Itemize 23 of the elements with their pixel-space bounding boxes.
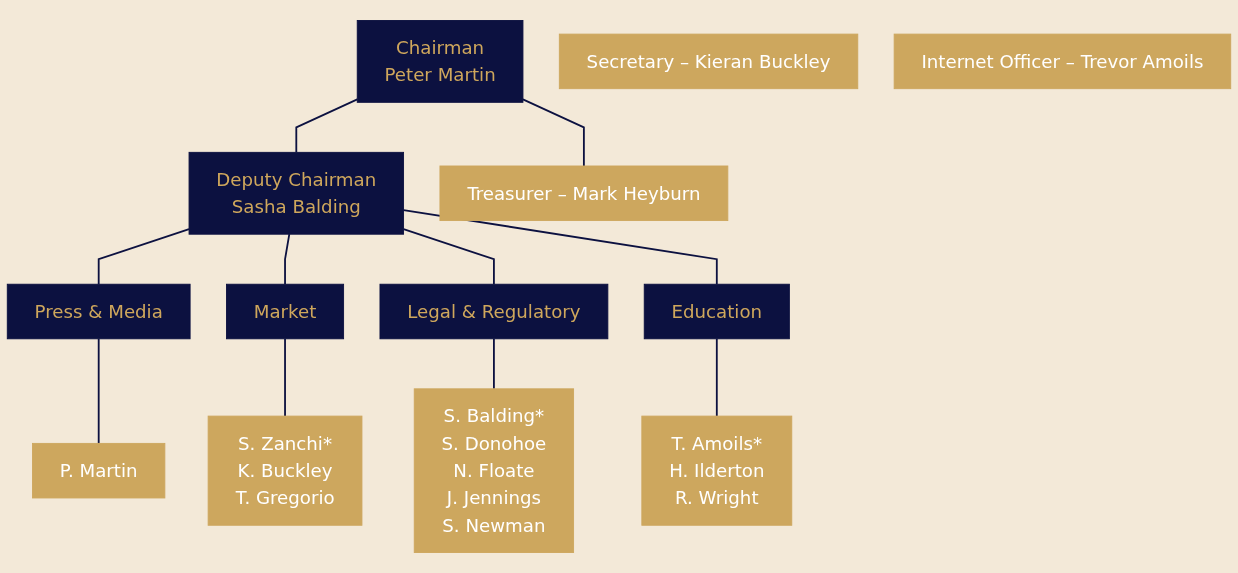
node-box: Legal & Regulatory — [379, 283, 609, 340]
connector — [284, 337, 286, 418]
node-box: T. Amoils* H. Ilderton R. Wright — [641, 415, 793, 526]
connector — [284, 233, 291, 286]
connector — [402, 228, 495, 286]
node-box: Education — [643, 283, 790, 340]
node-box: Press & Media — [6, 283, 191, 340]
node-box: Treasurer – Mark Heyburn — [439, 165, 729, 221]
node-box: P. Martin — [32, 442, 166, 499]
connector — [402, 209, 718, 286]
node-box: Internet Officer – Trevor Amoils — [893, 33, 1232, 90]
node-box: Market — [226, 283, 345, 340]
connector — [522, 98, 585, 167]
node-box: Chairman Peter Martin — [356, 20, 524, 103]
node-box: Deputy Chairman Sasha Balding — [188, 151, 404, 235]
node-box: Secretary – Kieran Buckley — [558, 33, 859, 90]
connector — [493, 337, 495, 390]
connector — [97, 337, 100, 445]
node-box: S. Balding* S. Donohoe N. Floate J. Jennings S. Newman — [413, 388, 575, 553]
connector — [97, 228, 190, 286]
connector — [715, 337, 718, 418]
connector — [295, 98, 359, 154]
node-box: S. Zanchi* K. Buckley T. Gregorio — [207, 415, 363, 526]
